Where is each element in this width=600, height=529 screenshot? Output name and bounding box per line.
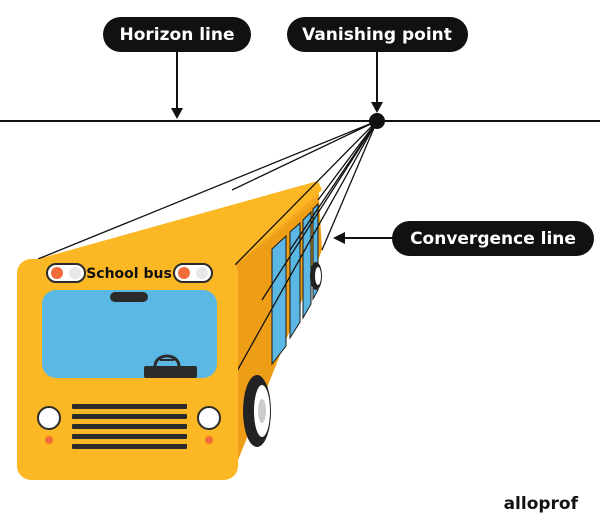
horizon-arrow	[171, 52, 183, 119]
vanishing-point-label: Vanishing point	[287, 17, 468, 52]
convergence-lines	[37, 120, 378, 381]
bus-front: School bus	[17, 259, 238, 480]
vanishing-arrow	[371, 52, 383, 113]
vanishing-point-dot	[369, 113, 385, 129]
top-lights-left	[46, 263, 86, 283]
alloprof-logo: alloprof	[504, 494, 579, 514]
front-wheel	[243, 375, 271, 447]
headlight-right	[197, 406, 221, 444]
horizon-line-label: Horizon line	[103, 17, 251, 52]
windshield	[42, 290, 217, 378]
rear-wheel	[310, 262, 322, 290]
rearview-mirror	[110, 292, 148, 302]
headlight-left	[37, 406, 61, 444]
school-bus-sign: School bus	[86, 266, 172, 282]
top-lights-right	[173, 263, 213, 283]
horizon-line-text: Horizon line	[120, 25, 235, 45]
convergence-arrow	[333, 232, 394, 244]
vanishing-point-text: Vanishing point	[302, 25, 452, 45]
convergence-line-text: Convergence line	[410, 229, 576, 249]
grille	[72, 404, 187, 449]
convergence-line-label: Convergence line	[392, 221, 594, 256]
steering-wheel	[144, 354, 197, 378]
